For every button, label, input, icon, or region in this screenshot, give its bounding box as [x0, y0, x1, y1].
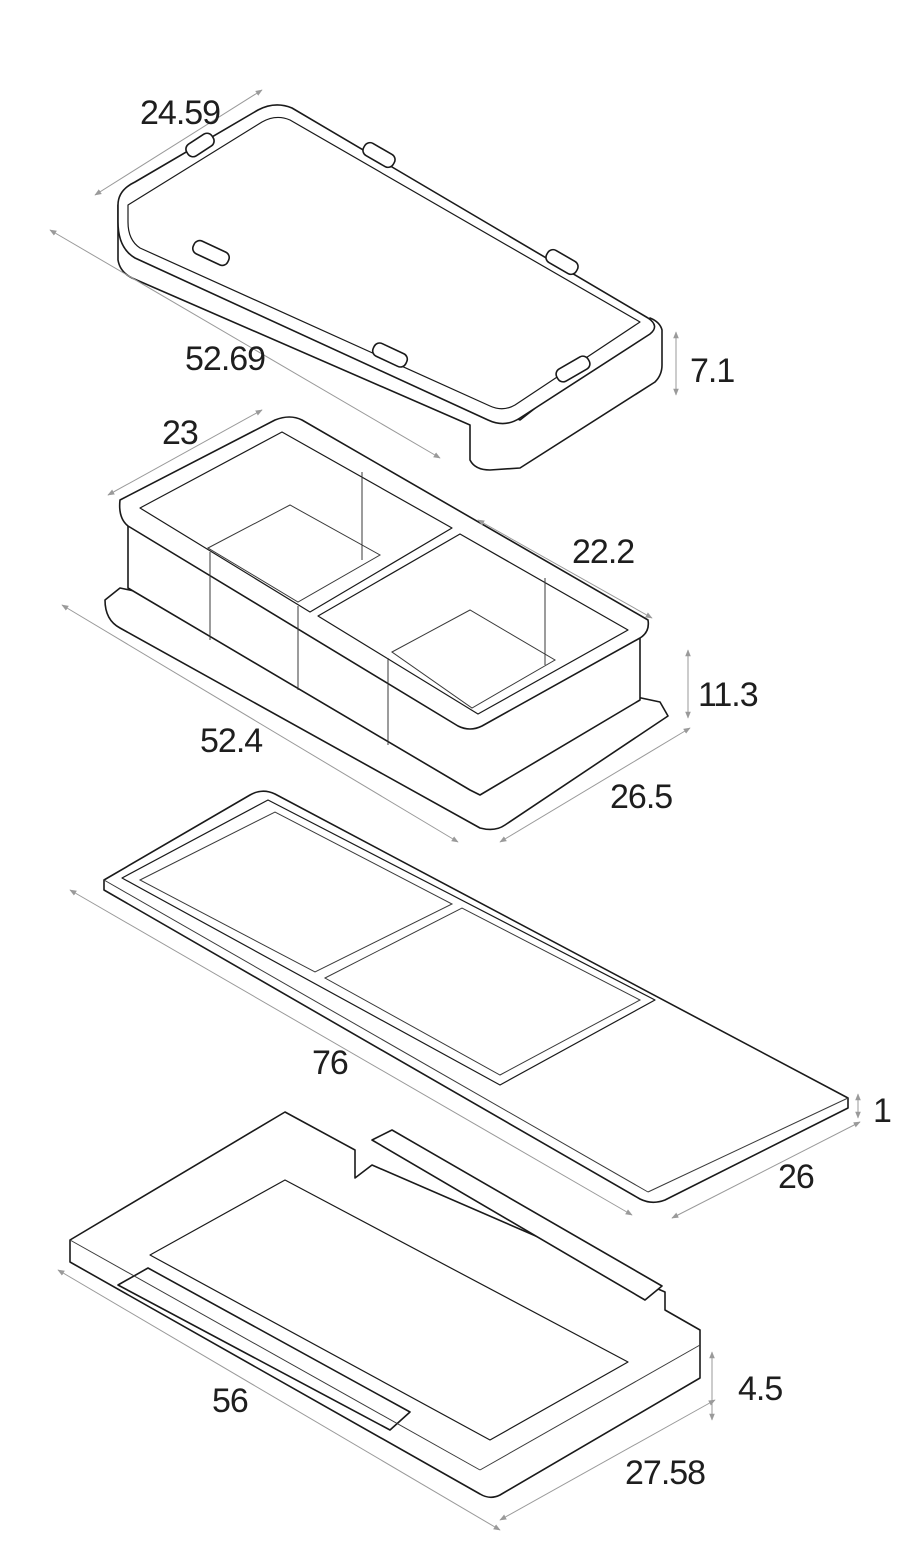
chamber-width-dim-line: [499, 727, 691, 843]
lid-clip-3: [545, 248, 579, 276]
lid-height-label: 7.1: [690, 352, 734, 390]
slide-thickness-label: 1: [873, 1092, 891, 1130]
lid-length-dim-line: [49, 229, 441, 459]
holder-back-rail: [371, 1129, 663, 1301]
lid: 24.59 52.69 7.1: [49, 89, 735, 471]
chamber-length-label: 52.4: [200, 722, 262, 760]
holder-width-label: 27.58: [625, 1454, 705, 1492]
lid-depth-label: 24.59: [140, 94, 220, 132]
holder-width-dim-line: [499, 1399, 716, 1521]
lid-length-label: 52.69: [185, 340, 265, 378]
holder-length-dim-line: [57, 1269, 501, 1531]
holder-height-label: 4.5: [738, 1370, 782, 1408]
well-length-dim-line: [107, 409, 263, 496]
slide-width-label: 26: [778, 1158, 814, 1196]
holder-length-label: 56: [212, 1382, 248, 1420]
slide-holder: 56 4.5 27.58: [57, 1111, 783, 1531]
slide-length-label: 76: [312, 1044, 348, 1082]
glass-slide: 76 1 26: [69, 790, 892, 1219]
chamber-height-label: 11.3: [698, 676, 758, 714]
lid-clip-2: [362, 141, 396, 169]
slide-length-dim-line: [69, 889, 633, 1216]
well-width-label: 22.2: [572, 533, 634, 571]
chamber-length-dim-line: [61, 604, 459, 843]
slide-width-dim-line: [671, 1121, 861, 1219]
well-width-dim-line: [477, 519, 653, 619]
two-well-chamber: 23 22.2 11.3 52.4 26.5: [61, 409, 759, 843]
well-length-label: 23: [162, 414, 198, 452]
lid-clip-6: [555, 355, 591, 383]
chamber-well-1-floor: [206, 504, 382, 603]
chamber-width-label: 26.5: [610, 778, 672, 816]
lid-depth-dim-line: [94, 89, 263, 196]
slide-body: [103, 790, 849, 1204]
